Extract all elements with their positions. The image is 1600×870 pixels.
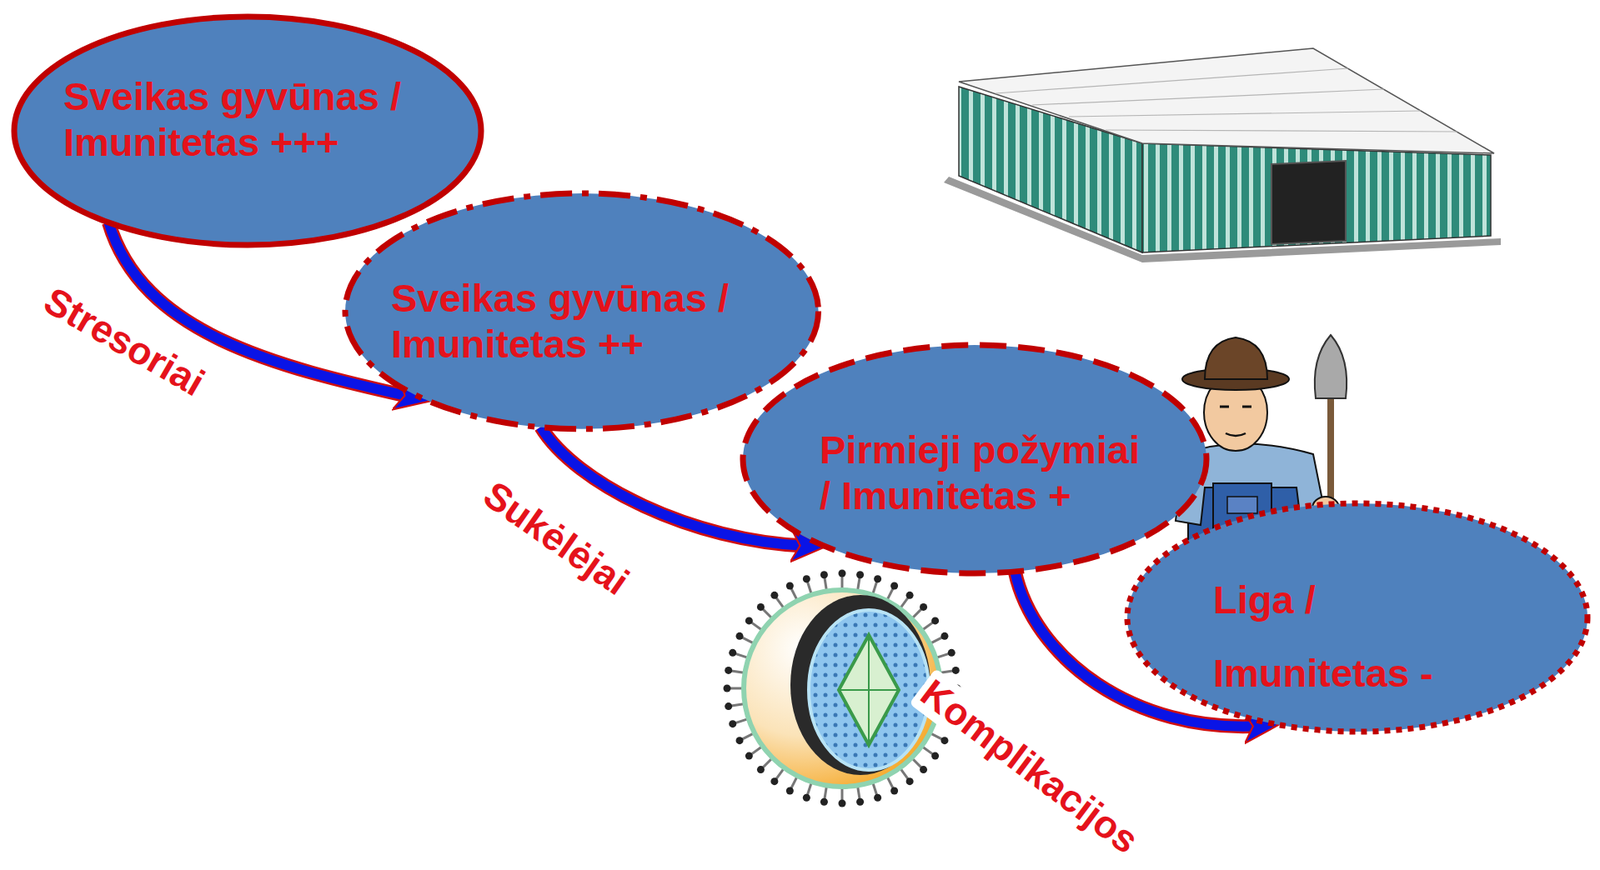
shovel-blade — [1314, 335, 1347, 399]
virus-spike-tip — [724, 667, 733, 675]
node-text: Sveikas gyvūnas / Imunitetas +++ — [63, 73, 431, 166]
virus-spike-tip — [890, 582, 898, 591]
virus-spike-tip — [838, 800, 847, 808]
virus-spike-tip — [736, 632, 744, 641]
virus-spike-tip — [919, 766, 928, 774]
edge-label: Sukėlėjai — [471, 470, 641, 607]
roof-line — [995, 68, 1349, 94]
virus-spike-tip — [745, 752, 753, 761]
virus-spike-tip — [890, 787, 898, 795]
virus-spike-tip — [728, 720, 737, 728]
node-text: Pirmieji požymiai / Imunitetas + — [819, 426, 1158, 519]
ellipse-shape — [345, 193, 819, 430]
farmer-pocket — [1227, 496, 1258, 514]
virus-spike-tip — [856, 571, 864, 579]
virus-spike-tip — [723, 685, 732, 693]
virus-capsid-lines — [838, 689, 899, 692]
virus-cutaway — [790, 595, 931, 776]
node-text: Sveikas gyvūnas / Imunitetas ++ — [391, 275, 758, 367]
farmer-eye — [1219, 406, 1229, 409]
warehouse-illustration — [943, 48, 1501, 263]
virus-inner-layer — [808, 610, 929, 771]
edge-label: Komplikacijos — [909, 668, 1151, 866]
farmer-eye — [1242, 406, 1252, 409]
virus-spike-tip — [757, 603, 765, 612]
virus-envelope — [743, 590, 941, 788]
virus-spike-tip — [820, 571, 828, 579]
farmer-hat-crown — [1204, 337, 1268, 380]
virus-spike-tip — [770, 777, 778, 786]
virus-spike-tip — [757, 766, 765, 774]
virus-spike-tip — [802, 575, 811, 583]
ellipse-node: Sveikas gyvūnas / Imunitetas +++ — [10, 13, 485, 249]
farmer-mouth — [1225, 433, 1246, 437]
virus-capsid — [838, 635, 899, 746]
virus-spike-tip — [802, 794, 811, 803]
edge-label: Stresoriai — [33, 276, 216, 408]
virus-spike-tip — [745, 616, 753, 625]
warehouse-door — [1271, 160, 1346, 245]
ellipse-shape — [1127, 503, 1588, 733]
virus-spike-tip — [770, 591, 778, 600]
virus-spike-tip — [947, 649, 956, 658]
virus-spike-tip — [906, 777, 914, 786]
virus-spike-tip — [940, 632, 948, 641]
virus-spike-tip — [724, 702, 733, 711]
warehouse-end-wall — [1142, 143, 1491, 253]
ellipse-shape — [14, 16, 482, 246]
virus-spike-tip — [873, 575, 882, 583]
roof-line — [1032, 89, 1385, 106]
warehouse-roof — [958, 48, 1495, 154]
virus-spike-tip — [940, 737, 948, 745]
roof-lines — [995, 68, 1458, 132]
virus-spike-tip — [919, 603, 928, 612]
roof-line — [1105, 130, 1458, 132]
virus-spike-tip — [931, 616, 939, 625]
ellipse-node: Sveikas gyvūnas / Imunitetas ++ — [341, 190, 823, 433]
virus-spike-tip — [786, 787, 794, 795]
ellipse-node: Liga / Imunitetas - — [1123, 500, 1591, 736]
virus-spike-tip — [838, 570, 847, 578]
ellipse-shape — [742, 345, 1207, 574]
roof-line — [1068, 110, 1421, 117]
ellipse-node: Pirmieji požymiai / Imunitetas + — [739, 341, 1210, 577]
virus-spike-tip — [728, 649, 737, 658]
virus-spike-tip — [820, 798, 828, 807]
virus-spike-tip — [952, 667, 960, 675]
virus-spike-tip — [873, 794, 882, 803]
node-text: Liga / Imunitetas - — [1213, 563, 1497, 711]
virus-spike-tip — [931, 752, 939, 761]
virus-spike-tip — [856, 798, 864, 807]
virus-spike-tip — [786, 582, 794, 591]
connector-group — [108, 222, 1260, 728]
virus-spike-tip — [906, 591, 914, 600]
ellipse-outline — [1123, 500, 1591, 736]
virus-spike-tip — [736, 737, 744, 745]
